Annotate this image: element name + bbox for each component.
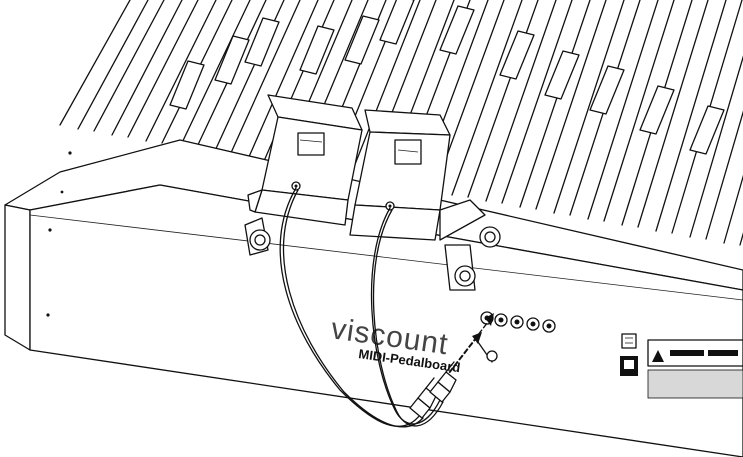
pedal-key-edge <box>553 0 625 214</box>
pedal-key-edge <box>127 0 199 138</box>
jack-socket-hole <box>498 317 504 323</box>
accidental-pedal <box>344 15 380 65</box>
warning-icon <box>652 350 664 362</box>
expression-pedal-left[interactable] <box>244 94 363 256</box>
jack-plug-right[interactable] <box>429 361 457 403</box>
accidental-keys <box>169 0 725 155</box>
pedal-key-edge <box>689 55 743 238</box>
pedal-key-edge <box>247 0 319 160</box>
pedal-key-edge <box>637 0 709 228</box>
pedal-key-edge <box>535 0 607 210</box>
pedal-key-edge <box>501 0 573 204</box>
accidental-pedal <box>439 5 475 55</box>
accidental-pedal <box>214 35 250 85</box>
pedal-key-edge <box>705 110 743 240</box>
spec-label-panel <box>647 369 743 399</box>
accidental-pedal <box>639 85 675 135</box>
jack-socket-hole <box>514 319 520 325</box>
accidental-pedal <box>169 60 205 110</box>
left-side-panel <box>4 204 31 351</box>
accidental-pedal <box>544 50 580 100</box>
accidental-pedal <box>499 30 535 80</box>
pedal-key-edge <box>179 0 251 148</box>
pedal-key-edge <box>145 0 217 142</box>
pedal-key-edge <box>229 0 301 156</box>
power-switch-icon[interactable] <box>621 333 637 349</box>
accidental-pedal <box>299 25 335 75</box>
pedal-key-edge <box>59 0 131 126</box>
accidental-pedal <box>589 65 625 115</box>
jack-socket-hole <box>530 321 536 327</box>
expression-pedal-right[interactable] <box>349 109 501 291</box>
pedal-key-edge <box>451 0 523 196</box>
pedal-key-edge <box>111 0 183 136</box>
pedal-key-lines <box>59 0 743 246</box>
accidental-pedal <box>379 0 415 45</box>
pedal-key-edge <box>603 0 675 222</box>
pedal-key-edge <box>587 0 659 220</box>
pedal-key-edge <box>93 0 165 132</box>
pedal-key-edge <box>655 0 727 232</box>
socket-icon <box>486 350 498 362</box>
cables <box>279 187 444 428</box>
accidental-pedal <box>689 105 725 155</box>
front-panel <box>29 184 743 457</box>
pedal-key-edge <box>467 0 539 198</box>
pedal-key-edge <box>77 0 149 130</box>
accidental-pedal <box>244 17 280 67</box>
pedal-key-edge <box>519 0 591 208</box>
jack-socket-hole <box>546 323 552 329</box>
pedal-key-edge <box>723 174 743 244</box>
power-section <box>620 333 743 399</box>
pedal-key-edge <box>349 0 421 178</box>
jack-socket-row <box>480 311 556 333</box>
pedal-key-edge <box>485 0 557 202</box>
pedal-keys <box>59 0 743 246</box>
